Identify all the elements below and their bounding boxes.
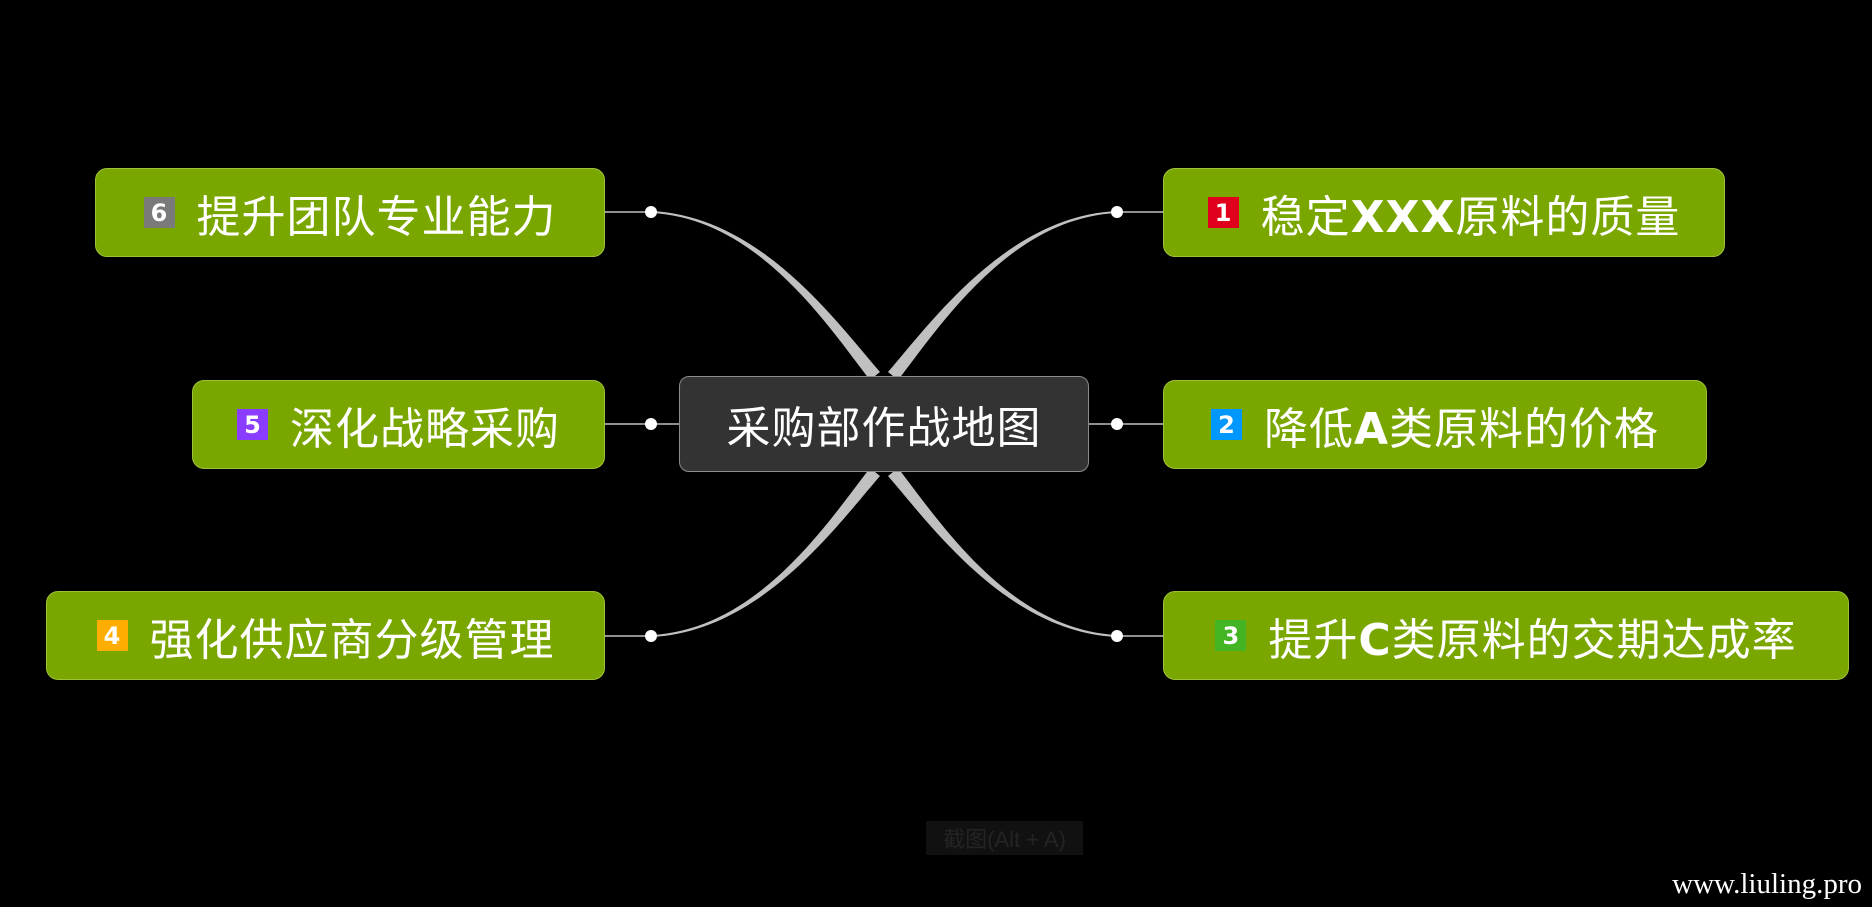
topic-label-6: 提升团队专业能力 — [196, 191, 557, 243]
branch-topic-6 — [651, 211, 880, 380]
priority-4-icon: 4 — [96, 620, 128, 651]
branch-topic-3 — [888, 468, 1117, 637]
topic-label-1: 稳定XXX原料的质量 — [1261, 181, 1681, 245]
topic-node-4[interactable]: 4 强化供应商分级管理 — [46, 591, 605, 680]
junction-dot-topic-6 — [645, 206, 657, 218]
screenshot-tooltip: 截图(Alt + A) — [926, 821, 1083, 855]
topic-3-text-a: 提升 — [1268, 614, 1359, 666]
topic-node-2[interactable]: 2 降低A类原料的价格 — [1163, 380, 1707, 469]
central-topic-label: 采购部作战地图 — [726, 403, 1042, 454]
watermark-text: www.liuling.pro — [1672, 868, 1862, 900]
topic-node-5[interactable]: 5 深化战略采购 — [192, 380, 605, 469]
junction-dot-topic-4 — [645, 630, 657, 642]
topic-node-3[interactable]: 3 提升C类原料的交期达成率 — [1163, 591, 1849, 680]
topic-label-4: 强化供应商分级管理 — [149, 614, 555, 666]
topic-1-text-c: 原料的质量 — [1455, 191, 1681, 243]
topic-node-6[interactable]: 6 提升团队专业能力 — [95, 168, 605, 257]
topic-label-5: 深化战略采购 — [290, 403, 560, 455]
branch-topic-1 — [888, 211, 1117, 380]
junction-dot-topic-2 — [1111, 418, 1123, 430]
topic-label-3: 提升C类原料的交期达成率 — [1268, 604, 1796, 668]
priority-5-icon: 5 — [237, 409, 268, 440]
central-topic[interactable]: 采购部作战地图 — [679, 376, 1089, 472]
topic-1-text-b: XXX — [1350, 191, 1456, 243]
junction-dot-topic-3 — [1111, 630, 1123, 642]
priority-1-icon: 1 — [1207, 197, 1239, 228]
junction-dot-topic-1 — [1111, 206, 1123, 218]
priority-3-icon: 3 — [1215, 620, 1247, 651]
topic-3-text-b: C — [1358, 614, 1392, 666]
topic-2-text-c: 类原料的价格 — [1389, 403, 1660, 455]
topic-1-text-a: 稳定 — [1260, 191, 1351, 243]
topic-label-2: 降低A类原料的价格 — [1264, 393, 1659, 457]
topic-node-1[interactable]: 1 稳定XXX原料的质量 — [1163, 168, 1725, 257]
priority-2-icon: 2 — [1210, 409, 1242, 440]
topic-2-text-b: A — [1353, 403, 1390, 455]
topic-2-text-a: 降低 — [1263, 403, 1354, 455]
topic-3-text-c: 类原料的交期达成率 — [1391, 614, 1797, 666]
branch-topic-4 — [651, 468, 880, 637]
junction-dot-topic-5 — [645, 418, 657, 430]
priority-6-icon: 6 — [143, 197, 175, 228]
